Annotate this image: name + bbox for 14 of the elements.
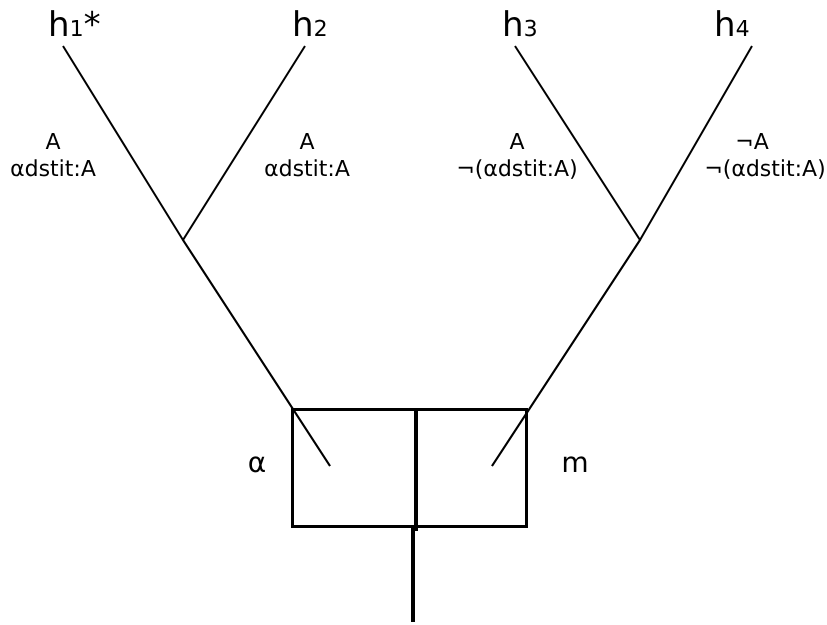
formula-label: A (299, 130, 315, 156)
formula-label: αdstit:A (10, 157, 96, 183)
history-line (411, 528, 415, 622)
history-line (182, 45, 331, 467)
agent-label: m (561, 450, 589, 476)
moment-box (291, 408, 528, 528)
history-line (491, 46, 753, 467)
formula-label: ¬(αdstit:A) (456, 157, 578, 183)
formula-label: A (45, 130, 61, 156)
formula-label: ¬(αdstit:A) (704, 157, 826, 183)
formula-label: ¬A (735, 130, 769, 156)
formula-label: A (509, 130, 525, 156)
agent-label: α (248, 450, 266, 476)
formula-label: αdstit:A (264, 157, 350, 183)
